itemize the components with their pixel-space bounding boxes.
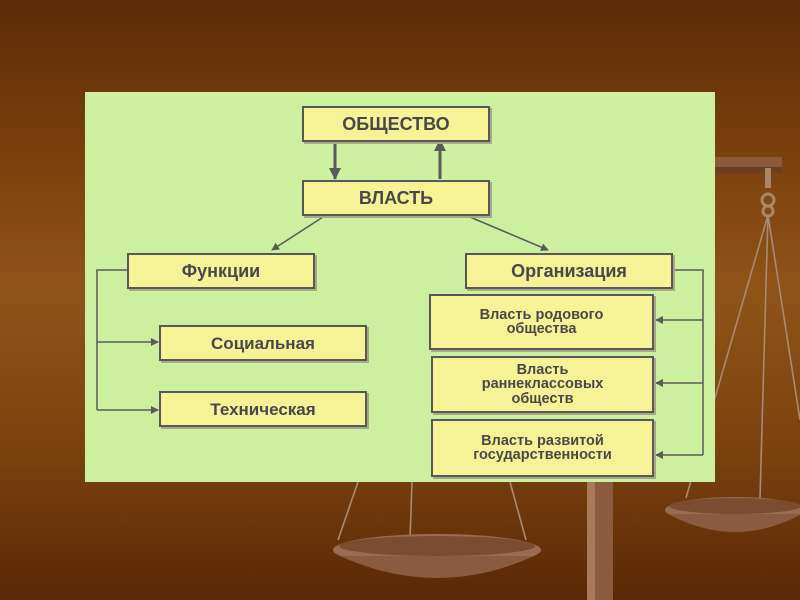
functions-bracket-line [96,269,127,410]
developed-state-power-box: Власть развитой государственности [431,419,654,477]
developed-state-power-label: Власть развитой государственности [473,432,612,463]
organization-box: Организация [465,253,673,289]
clan-power-label: Власть родового общества [479,306,604,337]
power-label: ВЛАСТЬ [358,188,434,208]
clan-power-box: Власть родового общества [429,294,654,350]
society-box: ОБЩЕСТВО [302,106,490,142]
arrow-power-to-functions [271,216,324,251]
diagram-panel: ОБЩЕСТВО ВЛАСТЬ Функции Организация Соци… [85,92,715,482]
functions-box: Функции [127,253,315,289]
early-class-power-label: Власть раннеклассовых обществ [481,361,604,407]
connector-lines [96,139,704,459]
society-label: ОБЩЕСТВО [342,114,450,134]
scale-beam [712,157,782,169]
arrow-power-to-organization [469,216,549,251]
organization-label: Организация [511,261,627,281]
organization-bracket-line [673,269,704,455]
social-function-label: Социальная [211,333,315,353]
functions-label: Функции [181,261,261,281]
technical-function-box: Техническая [159,391,367,427]
power-box: ВЛАСТЬ [302,180,490,216]
social-function-box: Социальная [159,325,367,361]
early-class-power-box: Власть раннеклассовых обществ [431,356,654,413]
technical-function-label: Техническая [210,399,316,419]
